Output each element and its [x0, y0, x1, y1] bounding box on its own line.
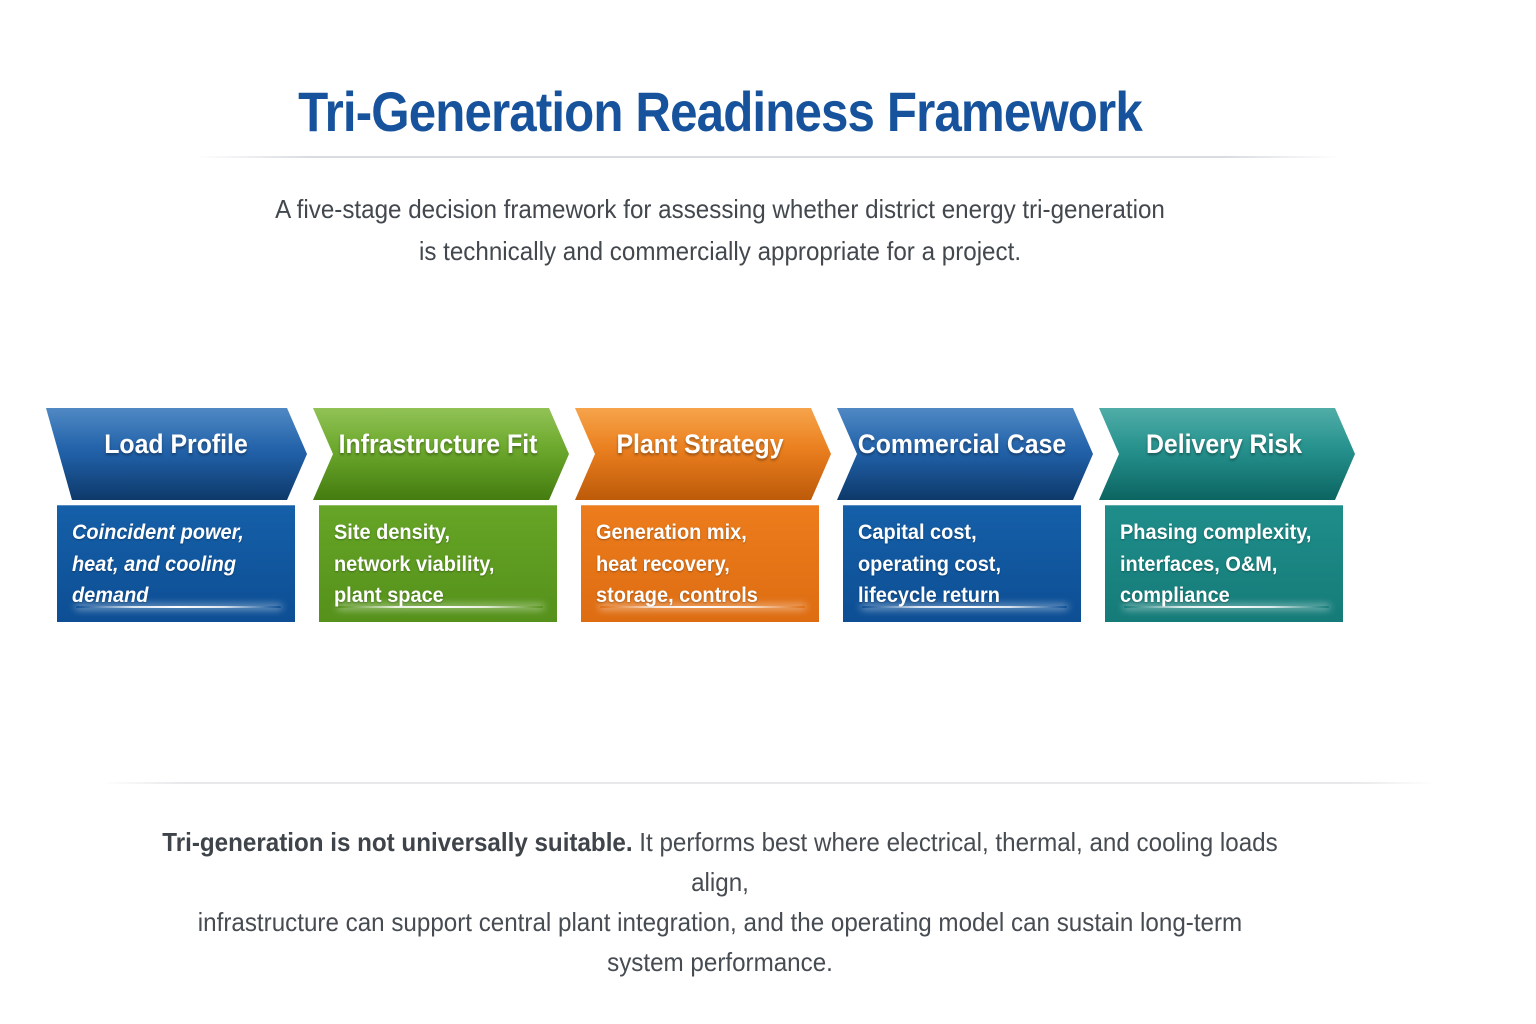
- stage-title: Commercial Case: [857, 429, 1067, 459]
- footer-note: Tri-generation is not universally suitab…: [143, 822, 1296, 982]
- footer-note-lead: Tri-generation is not universally suitab…: [162, 827, 633, 857]
- stage-title: Infrastructure Fit: [338, 429, 538, 459]
- stage-description: Coincident power, heat, and cooling dema…: [72, 521, 244, 607]
- stage-commercial-case: Commercial Case Capital cost, operating …: [837, 408, 1093, 622]
- stage-description: Phasing complexity, interfaces, O&M, com…: [1120, 521, 1312, 607]
- stage-description: Capital cost, operating cost, lifecycle …: [858, 521, 1002, 607]
- stage-title-underline: [338, 606, 543, 608]
- stage-title: Delivery Risk: [1145, 429, 1303, 459]
- stage-description-box: Generation mix, heat recovery, storage, …: [581, 505, 819, 622]
- stage-title: Plant Strategy: [616, 429, 784, 459]
- stage-description-box: Site density, network viability, plant s…: [319, 505, 557, 622]
- stage-description-box: Capital cost, operating cost, lifecycle …: [843, 505, 1081, 622]
- stage-description: Generation mix, heat recovery, storage, …: [596, 521, 758, 607]
- footer-divider: [100, 782, 1435, 784]
- page-title: Tri-Generation Readiness Framework: [298, 80, 1143, 143]
- page-subtitle: A five-stage decision framework for asse…: [275, 194, 1165, 266]
- stage-title-underline: [600, 606, 805, 608]
- stage-delivery-risk: Delivery Risk Phasing complexity, interf…: [1099, 408, 1355, 622]
- title-divider: [195, 156, 1340, 158]
- stage-title: Load Profile: [104, 429, 248, 459]
- stage-title-underline: [1124, 606, 1329, 608]
- stage-chevron-band: [575, 408, 831, 500]
- footer-note-text: It performs best where electrical, therm…: [197, 827, 1278, 977]
- stage-description-box: Phasing complexity, interfaces, O&M, com…: [1105, 505, 1343, 622]
- stage-title-underline: [862, 606, 1067, 608]
- stage-description: Site density, network viability, plant s…: [334, 521, 495, 607]
- stage-chevron-band: [1099, 408, 1355, 500]
- stage-chevron-band: [313, 408, 569, 500]
- stage-chevron-band: [837, 408, 1093, 500]
- stage-chevron-band: [46, 408, 307, 500]
- stage-load-profile: Load Profile Coincident power, heat, and…: [46, 408, 307, 622]
- stage-description-box: Coincident power, heat, and cooling dema…: [57, 505, 295, 622]
- stage-plant-strategy: Plant Strategy Generation mix, heat reco…: [575, 408, 831, 622]
- stage-title-underline: [76, 606, 281, 608]
- stage-infrastructure-fit: Infrastructure Fit Site density, network…: [313, 408, 569, 622]
